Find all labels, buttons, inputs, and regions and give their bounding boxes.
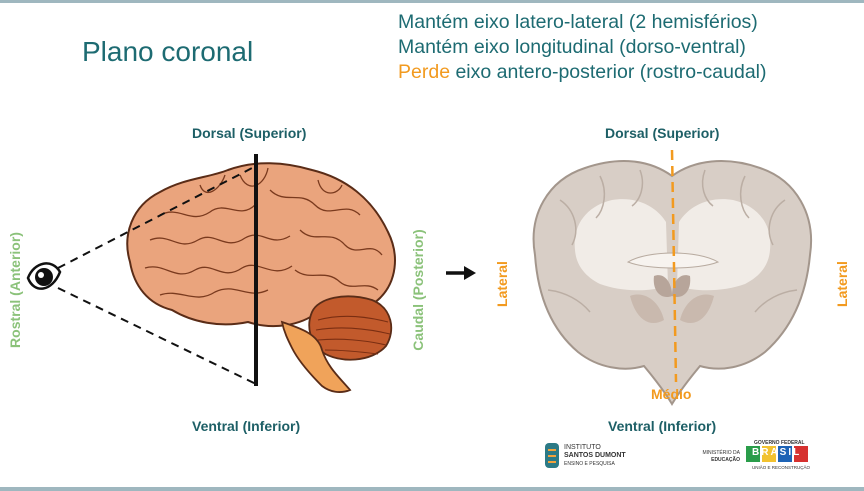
coronal-section-illustration [532, 149, 812, 406]
note-line-1: Mantém eixo latero-lateral (2 hemisfério… [398, 11, 758, 33]
rostral-label: Rostral (Anterior) [7, 232, 23, 348]
sagittal-brain-illustration [57, 154, 396, 393]
lateral-right-label: Lateral [834, 261, 850, 307]
caudal-label: Caudal (Posterior) [410, 229, 426, 351]
eye-icon [26, 262, 62, 290]
isd-line-1: INSTITUTO [564, 444, 601, 451]
gov-brand: BRASIL [752, 447, 802, 458]
arrow-right-icon [446, 266, 476, 280]
mec-logo-text: MINISTÉRIO DA EDUCAÇÃO [690, 450, 740, 464]
medial-label: Médio [651, 386, 692, 402]
gov-line-2: UNIÃO E RECONSTRUÇÃO [752, 465, 811, 470]
top-border [0, 0, 864, 3]
axis-notes: Mantém eixo latero-lateral (2 hemisfério… [398, 10, 767, 85]
note-line-3-text: eixo antero-posterior (rostro-caudal) [450, 61, 767, 83]
left-ventral-label: Ventral (Inferior) [192, 418, 301, 434]
gov-logo [746, 446, 808, 462]
isd-line-2: SANTOS DUMONT [564, 452, 626, 459]
mec-line-1: MINISTÉRIO DA [702, 450, 740, 456]
right-ventral-label: Ventral (Inferior) [608, 418, 717, 434]
page-title: Plano coronal [82, 36, 254, 67]
mec-line-2: EDUCAÇÃO [711, 457, 740, 463]
note-line-3: Perde eixo antero-posterior (rostro-caud… [398, 60, 767, 85]
note-highlight: Perde [398, 61, 451, 83]
bottom-border [0, 487, 864, 491]
isd-logo-text: INSTITUTO SANTOS DUMONT ENSINO E PESQUIS… [564, 444, 626, 468]
right-dorsal-label: Dorsal (Superior) [605, 125, 720, 141]
isd-logo [545, 443, 559, 468]
left-dorsal-label: Dorsal (Superior) [192, 125, 307, 141]
lateral-left-label: Lateral [494, 261, 510, 307]
isd-line-3: ENSINO E PESQUISA [564, 461, 615, 467]
gov-line-1: GOVERNO FEDERAL [754, 440, 805, 446]
note-line-2: Mantém eixo longitudinal (dorso-ventral) [398, 36, 746, 58]
